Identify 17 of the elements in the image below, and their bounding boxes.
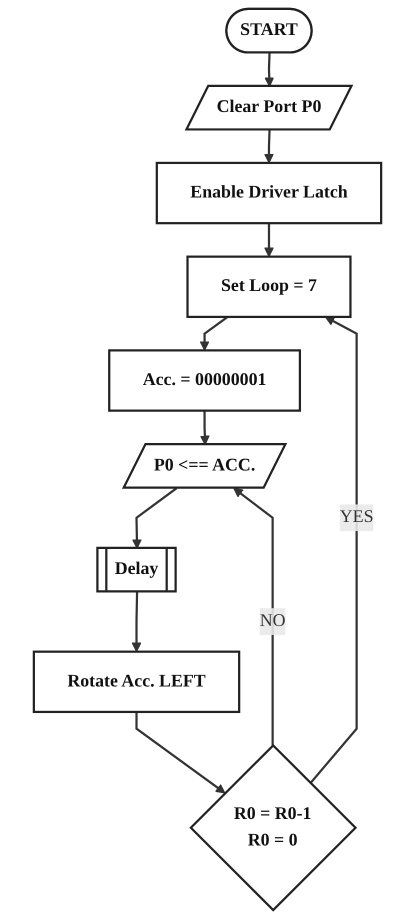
node-box: Set Loop = 7	[186, 256, 352, 318]
edge-label: NO	[260, 612, 286, 630]
node-diamond: R0 = R0-1 R0 = 0	[189, 744, 358, 912]
edge-label: YES	[340, 508, 374, 527]
arrow	[200, 410, 210, 446]
node-box: Acc. = 00000001	[108, 349, 302, 412]
arrow	[132, 592, 142, 652]
node-box: Enable Driver Latch	[156, 162, 382, 224]
node-box: Rotate Acc. LEFT	[32, 650, 240, 714]
arrow	[135, 712, 226, 794]
arrow	[264, 130, 274, 164]
arrow	[264, 223, 274, 258]
arrow	[132, 487, 178, 549]
arrow	[200, 316, 228, 351]
arrow	[264, 52, 274, 87]
arrow	[310, 316, 358, 784]
arrow	[233, 488, 274, 746]
